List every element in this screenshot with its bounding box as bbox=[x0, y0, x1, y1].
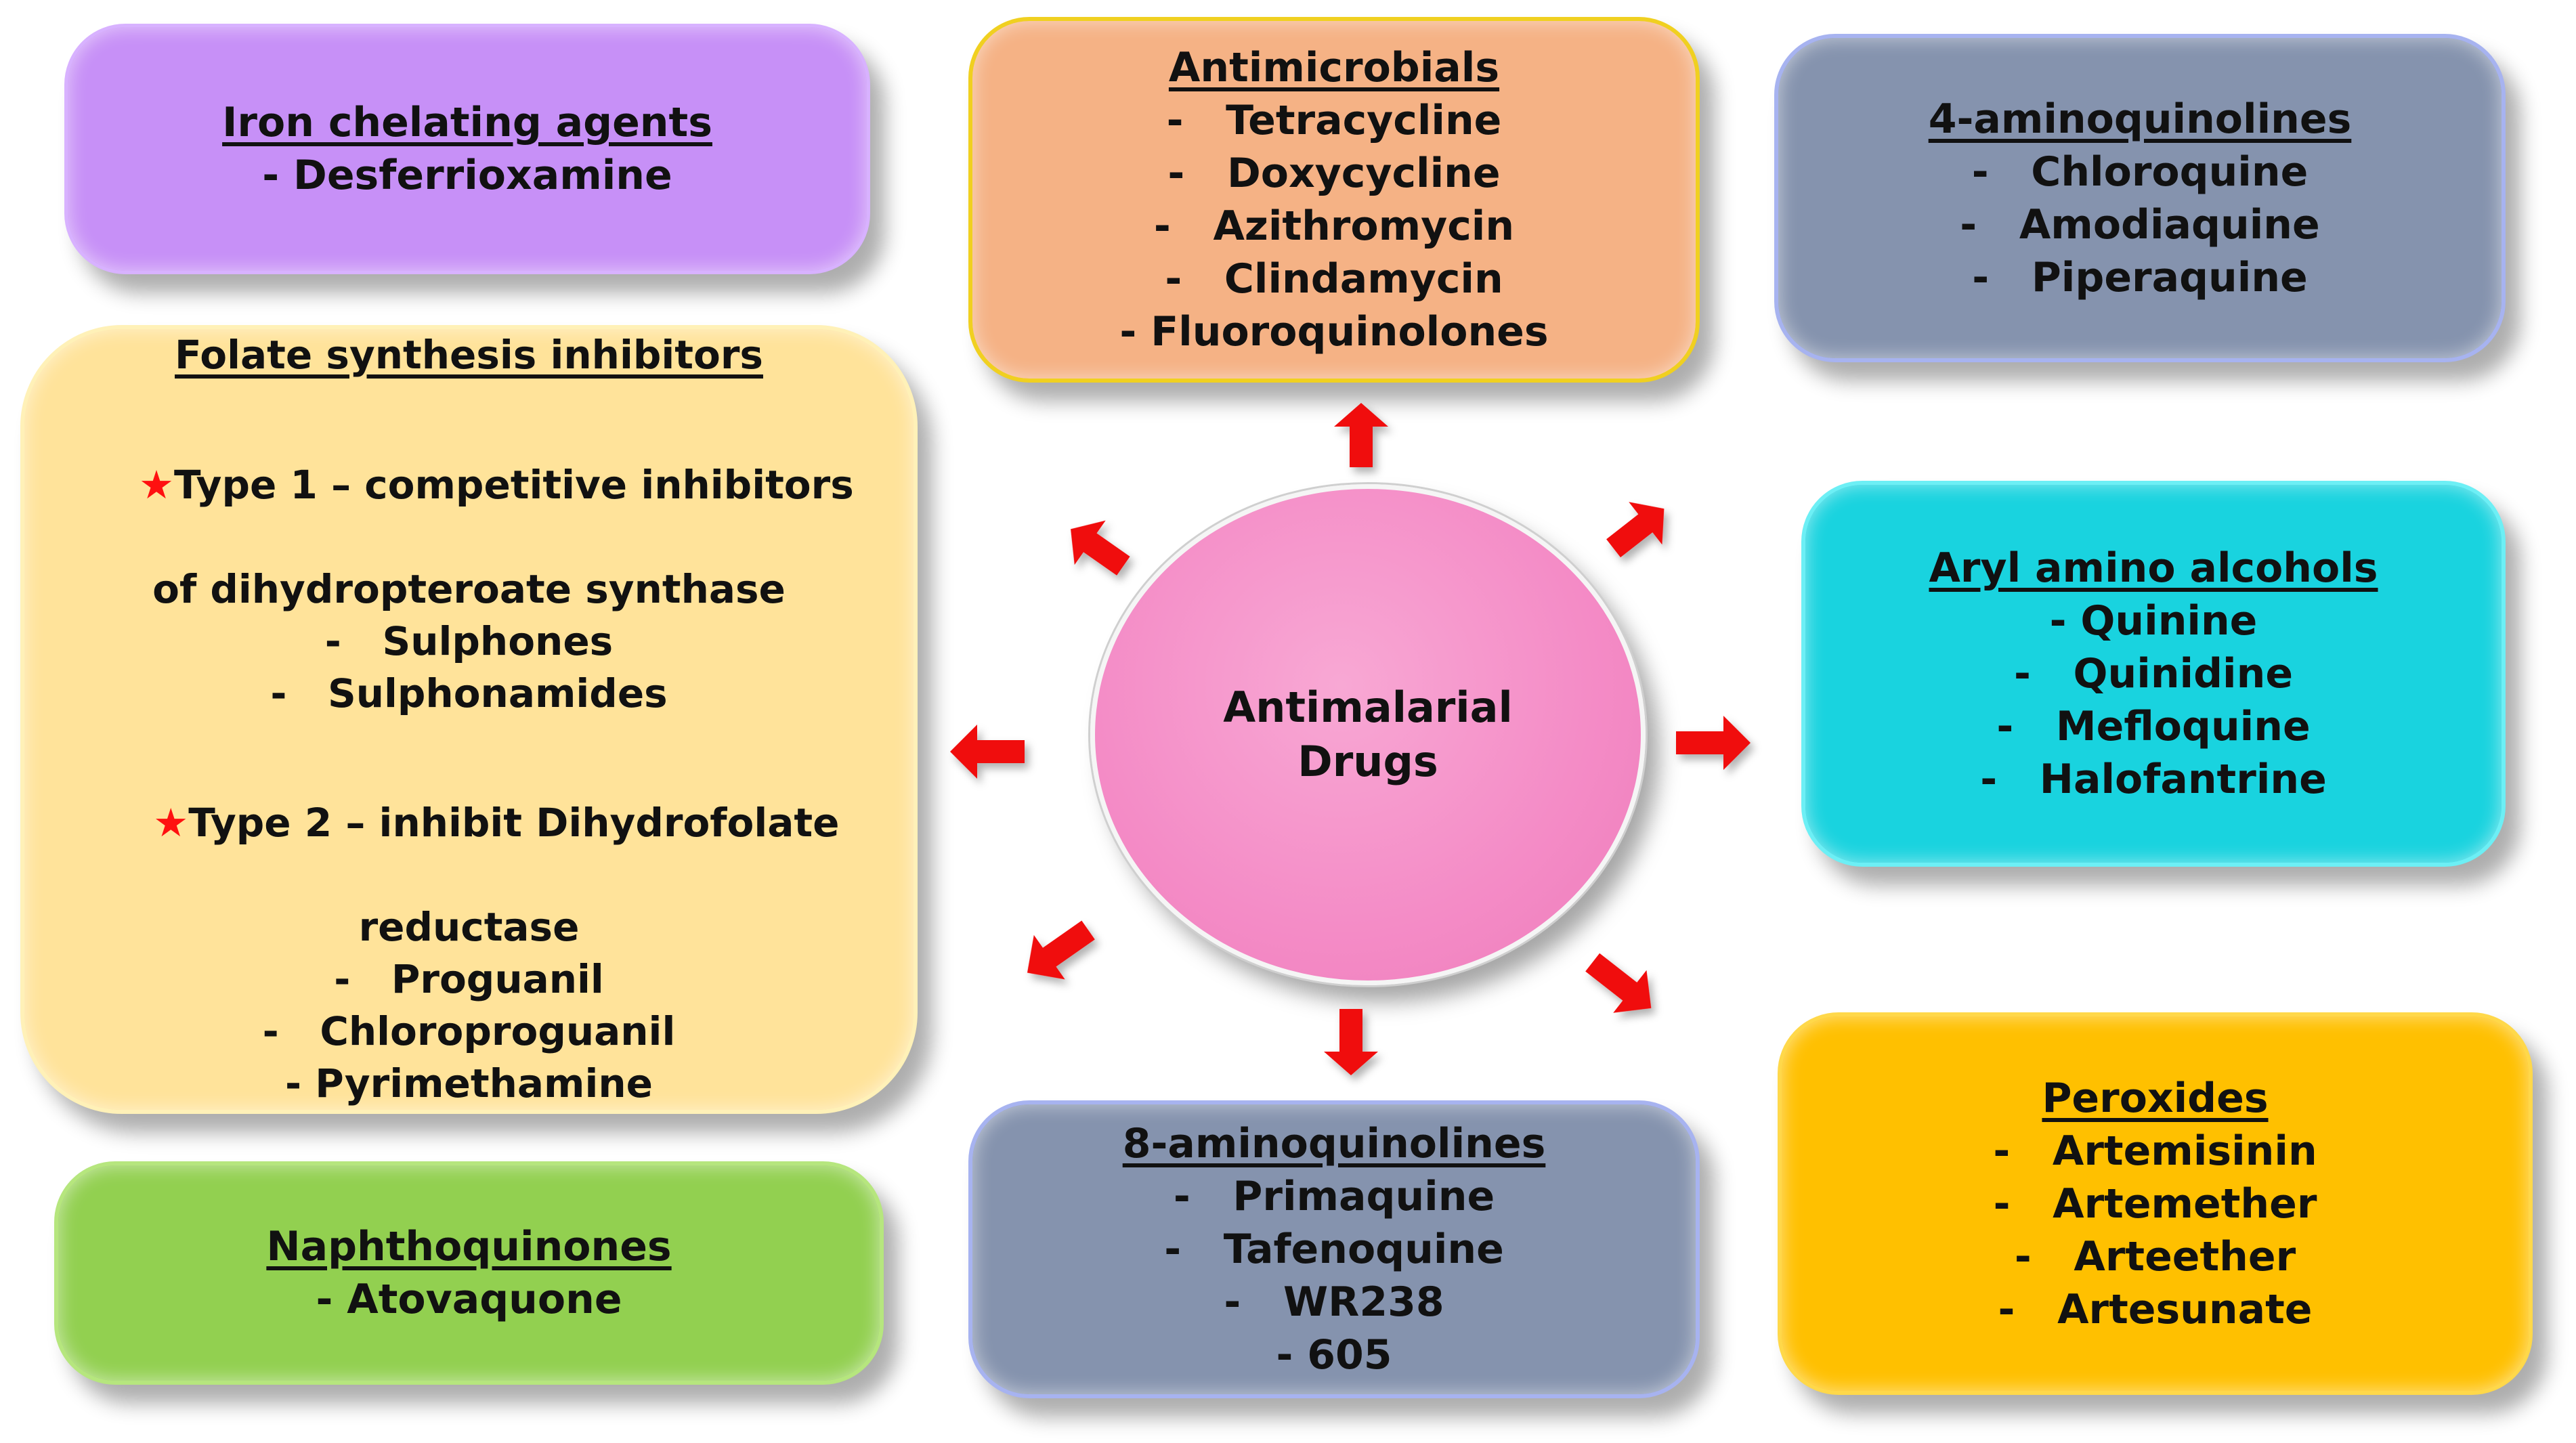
list-item: - Artemether bbox=[1993, 1180, 2317, 1228]
list-item: - Tetracycline bbox=[1166, 97, 1502, 144]
type2-heading-cont: reductase bbox=[358, 904, 580, 950]
list-item: - Pyrimethamine bbox=[284, 1060, 653, 1106]
8-aminoquinolines-box: 8-aminoquinolines - Primaquine - Tafenoq… bbox=[968, 1100, 1700, 1398]
arrow-up-left-icon bbox=[1071, 520, 1130, 576]
list-item: - Sulphonamides bbox=[270, 670, 668, 716]
list-item: - Artesunate bbox=[1998, 1285, 2313, 1333]
list-item: - Quinine bbox=[2049, 597, 2258, 645]
list-item: - Artemisinin bbox=[1993, 1127, 2317, 1175]
list-item: - Mefloquine bbox=[1996, 703, 2311, 750]
list-item: - Piperaquine bbox=[1972, 253, 2308, 301]
aryl-amino-alcohols-box: Aryl amino alcohols - Quinine - Quinidin… bbox=[1801, 481, 2506, 867]
arrow-down-right-icon bbox=[1585, 953, 1652, 1013]
list-item: - Clindamycin bbox=[1165, 255, 1503, 303]
arrow-up-icon bbox=[1334, 403, 1388, 467]
aryl-amino-alcohols-title: Aryl amino alcohols bbox=[1929, 544, 2378, 592]
peroxides-title: Peroxides bbox=[2042, 1074, 2269, 1122]
peroxides-box: Peroxides - Artemisinin - Artemether - A… bbox=[1778, 1012, 2533, 1395]
list-item: - Quinidine bbox=[2013, 650, 2294, 697]
folate-synthesis-title: Folate synthesis inhibitors bbox=[175, 332, 763, 378]
list-item: - Halofantrine bbox=[1980, 756, 2327, 803]
arrow-down-icon bbox=[1324, 1009, 1378, 1075]
list-item: - Atovaquone bbox=[316, 1276, 622, 1323]
star-icon: ★ bbox=[138, 461, 174, 508]
list-item: - Azithromycin bbox=[1153, 202, 1515, 250]
list-item: - Tafenoquine bbox=[1164, 1226, 1504, 1273]
list-item: - 605 bbox=[1276, 1331, 1392, 1379]
antimicrobials-box: Antimicrobials - Tetracycline - Doxycycl… bbox=[968, 17, 1700, 383]
list-item: - Desferrioxamine bbox=[262, 152, 672, 199]
center-label-line2: Drugs bbox=[1297, 737, 1438, 786]
4-aminoquinolines-box: 4-aminoquinolines - Chloroquine - Amodia… bbox=[1774, 34, 2506, 362]
list-item: - Arteether bbox=[2014, 1232, 2296, 1280]
list-item: - WR238 bbox=[1224, 1278, 1444, 1326]
arrow-left-icon bbox=[950, 725, 1025, 779]
list-item: - Doxycycline bbox=[1167, 150, 1501, 197]
iron-chelating-title: Iron chelating agents bbox=[222, 99, 712, 146]
star-icon: ★ bbox=[153, 800, 189, 846]
arrow-right-icon bbox=[1676, 716, 1751, 770]
antimalarial-drugs-node: Antimalarial Drugs bbox=[1090, 484, 1646, 985]
list-item: - Fluoroquinolones bbox=[1119, 308, 1549, 356]
iron-chelating-box: Iron chelating agents - Desferrioxamine bbox=[64, 24, 870, 274]
center-label-line1: Antimalarial bbox=[1223, 683, 1513, 732]
list-item: - Primaquine bbox=[1173, 1173, 1495, 1220]
antimicrobials-title: Antimicrobials bbox=[1168, 44, 1500, 91]
naphthoquinones-title: Naphthoquinones bbox=[266, 1223, 672, 1270]
type1-heading-cont: of dihydropteroate synthase bbox=[152, 565, 786, 612]
4-aminoquinolines-title: 4-aminoquinolines bbox=[1928, 95, 2352, 143]
naphthoquinones-box: Naphthoquinones - Atovaquone bbox=[54, 1161, 884, 1385]
arrow-down-left-icon bbox=[1027, 920, 1095, 980]
list-item: - Amodiaquine bbox=[1960, 200, 2320, 249]
type1-heading: Type 1 – competitive inhibitors bbox=[173, 461, 854, 508]
arrow-up-right-icon bbox=[1606, 502, 1665, 558]
folate-synthesis-box: Folate synthesis inhibitors ★Type 1 – co… bbox=[20, 325, 918, 1114]
list-item: - Proguanil bbox=[334, 956, 604, 1002]
type2-heading: Type 2 – inhibit Dihydrofolate bbox=[188, 800, 840, 846]
list-item: - Chloroquine bbox=[1971, 148, 2309, 196]
list-item: - Sulphones bbox=[324, 618, 614, 664]
8-aminoquinolines-title: 8-aminoquinolines bbox=[1122, 1120, 1546, 1167]
list-item: - Chloroproguanil bbox=[262, 1008, 676, 1054]
